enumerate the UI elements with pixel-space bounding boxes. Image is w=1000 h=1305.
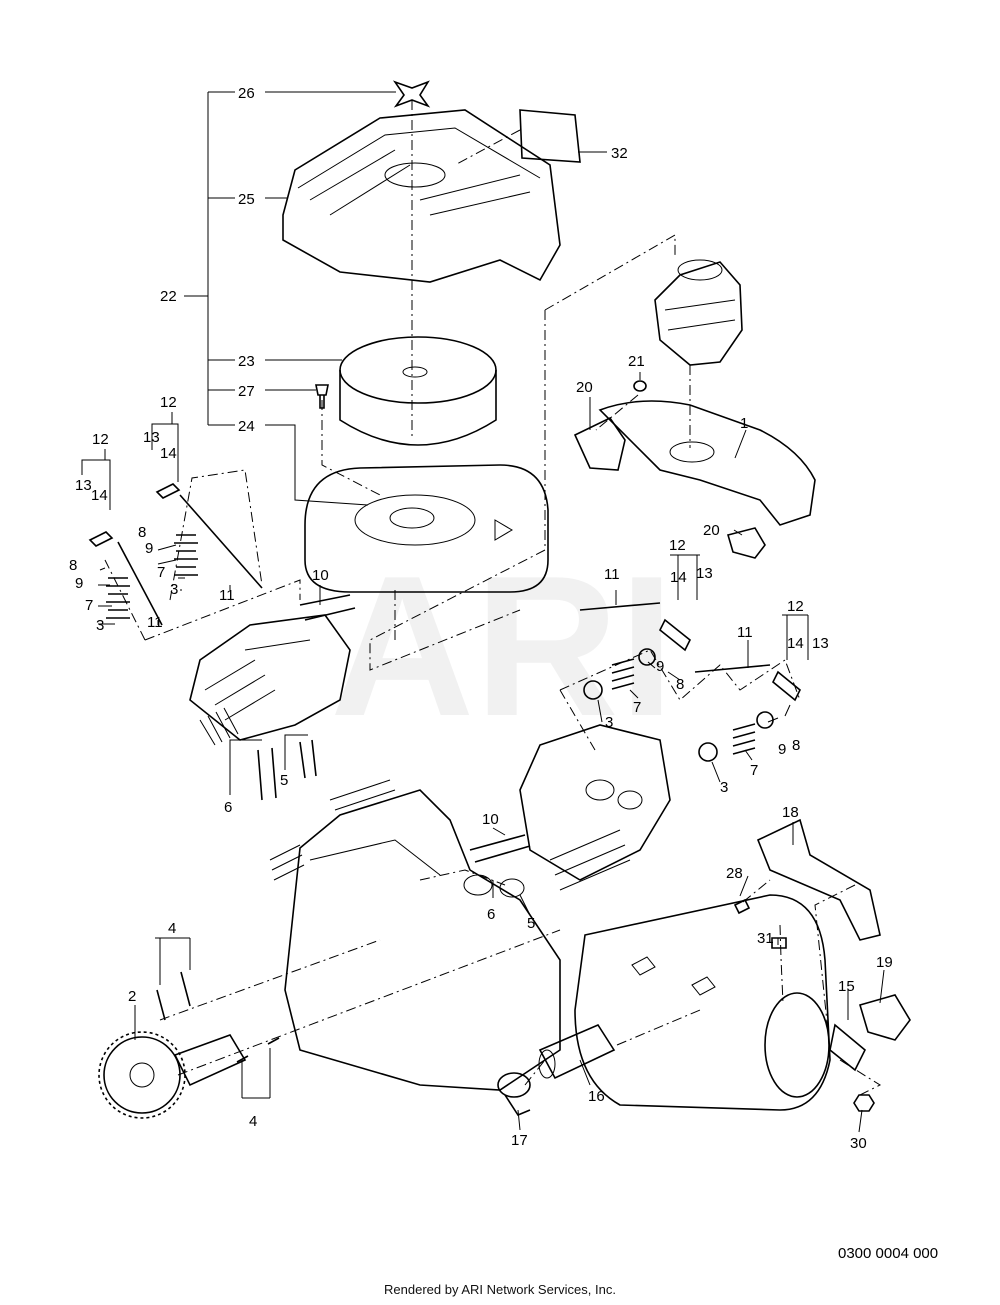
assembly-lines bbox=[104, 100, 882, 1096]
muffler bbox=[574, 894, 831, 1111]
callout: 26 bbox=[238, 85, 255, 102]
carburetor bbox=[654, 259, 743, 366]
exhaust-gasket bbox=[829, 994, 911, 1072]
callout: 11 bbox=[604, 566, 620, 583]
callout: 5 bbox=[527, 915, 535, 932]
callout: 3 bbox=[605, 714, 613, 731]
pushrod-tubes-left bbox=[257, 594, 356, 801]
callout: 8 bbox=[69, 557, 77, 574]
callout: 7 bbox=[157, 564, 165, 581]
callout: 23 bbox=[238, 353, 255, 370]
callout: 3 bbox=[170, 581, 178, 598]
callout: 11 bbox=[219, 587, 235, 604]
callout: 7 bbox=[85, 597, 93, 614]
callout: 10 bbox=[482, 811, 499, 828]
cylinder-head-left bbox=[189, 614, 351, 746]
callout: 32 bbox=[611, 145, 628, 162]
callout: 8 bbox=[792, 737, 800, 754]
callout: 9 bbox=[145, 540, 153, 557]
callout: 12 bbox=[92, 431, 109, 448]
callout: 12 bbox=[787, 598, 804, 615]
callout: 3 bbox=[720, 779, 728, 796]
callout: 11 bbox=[737, 624, 753, 641]
callout: 11 bbox=[147, 614, 163, 631]
callout: 20 bbox=[703, 522, 720, 539]
callout: 19 bbox=[876, 954, 893, 971]
callout: 25 bbox=[238, 191, 255, 208]
air-cleaner-cover bbox=[282, 109, 561, 283]
muffler-clamp bbox=[497, 1072, 531, 1116]
callout: 7 bbox=[750, 762, 758, 779]
callout: 7 bbox=[633, 699, 641, 716]
callout: 9 bbox=[778, 741, 786, 758]
callout: 14 bbox=[787, 635, 804, 652]
callout: 24 bbox=[238, 418, 255, 435]
muffler-bracket bbox=[756, 818, 881, 941]
callout: 20 bbox=[576, 379, 593, 396]
bolt bbox=[315, 384, 329, 409]
footer-credit: Rendered by ARI Network Services, Inc. bbox=[384, 1282, 616, 1297]
callout: 13 bbox=[812, 635, 829, 652]
intake-gasket bbox=[573, 416, 766, 559]
callout: 8 bbox=[138, 524, 146, 541]
callout: 14 bbox=[160, 445, 177, 462]
callout: 4 bbox=[249, 1113, 257, 1130]
camshaft-gear bbox=[98, 1031, 247, 1119]
callout: 22 bbox=[160, 288, 177, 305]
callout: 30 bbox=[850, 1135, 867, 1152]
callout: 5 bbox=[280, 772, 288, 789]
callout: 12 bbox=[160, 394, 177, 411]
crankcase bbox=[269, 779, 561, 1091]
cylinder-head-right bbox=[519, 724, 671, 891]
callout: 18 bbox=[782, 804, 799, 821]
callout: 2 bbox=[128, 988, 136, 1005]
callout: 13 bbox=[143, 429, 160, 446]
callout: 16 bbox=[588, 1088, 605, 1105]
intake-manifold bbox=[598, 400, 816, 526]
callout: 1 bbox=[740, 415, 748, 432]
callout: 27 bbox=[238, 383, 255, 400]
callout: 10 bbox=[312, 567, 329, 584]
drawing-number: 0300 0004 000 bbox=[838, 1245, 938, 1262]
callout: 12 bbox=[669, 537, 686, 554]
decal bbox=[519, 109, 581, 163]
callout: 21 bbox=[628, 353, 645, 370]
callout-labels: 26 32 25 22 23 27 24 21 20 1 20 12 13 14… bbox=[69, 85, 893, 1152]
valve-springs-left bbox=[88, 483, 263, 626]
air-filter-element bbox=[339, 336, 497, 446]
spark-arrester-screen bbox=[538, 1023, 616, 1080]
watermark: ARI bbox=[330, 535, 674, 758]
callout: 6 bbox=[224, 799, 232, 816]
callout: 8 bbox=[676, 676, 684, 693]
callout: 9 bbox=[75, 575, 83, 592]
wing-nut bbox=[392, 80, 431, 108]
nut bbox=[633, 380, 647, 392]
callout: 14 bbox=[91, 487, 108, 504]
callout: 3 bbox=[96, 617, 104, 634]
callout: 17 bbox=[511, 1132, 528, 1149]
callout: 14 bbox=[670, 569, 687, 586]
callout: 15 bbox=[838, 978, 855, 995]
callout: 28 bbox=[726, 865, 743, 882]
tappets bbox=[156, 971, 280, 1063]
callout: 4 bbox=[168, 920, 176, 937]
callout: 6 bbox=[487, 906, 495, 923]
callout: 13 bbox=[696, 565, 713, 582]
callout: 31 bbox=[757, 930, 774, 947]
fasteners bbox=[733, 898, 875, 1112]
leader-lines bbox=[81, 91, 885, 1133]
callout: 9 bbox=[656, 658, 664, 675]
air-cleaner-base bbox=[304, 464, 549, 593]
callout: 13 bbox=[75, 477, 92, 494]
